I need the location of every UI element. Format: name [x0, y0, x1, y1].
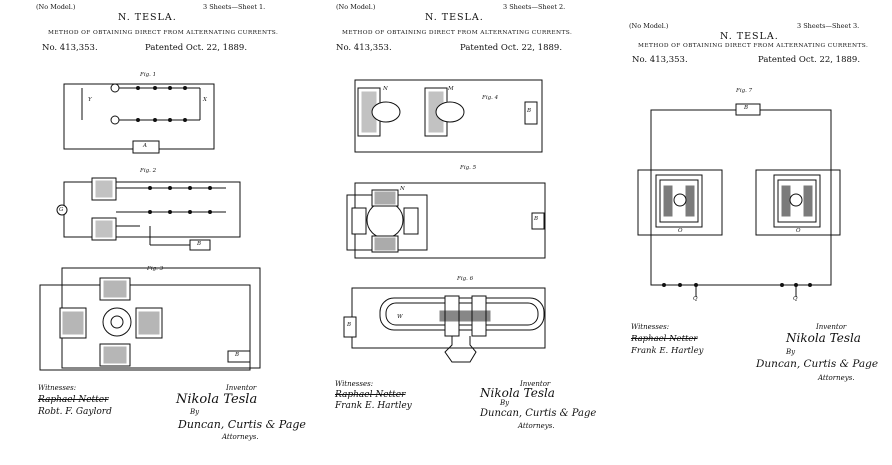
patent-sheet-3: (No Model.) 3 Sheets—Sheet 3. N. TESLA. … — [596, 0, 886, 465]
patent-number: No. 413,353. — [632, 55, 688, 65]
circuit-diagram — [343, 79, 546, 363]
patent-date: Patented Oct. 22, 1889. — [460, 43, 563, 53]
patent-date: Patented Oct. 22, 1889. — [145, 43, 248, 53]
attorneys-label: Attorneys. — [818, 374, 855, 382]
sheet-count: 3 Sheets—Sheet 2. — [503, 3, 566, 11]
inventor-signature: Nikola Tesla — [176, 392, 258, 407]
sheet-count: 3 Sheets—Sheet 3. — [797, 22, 860, 30]
attorneys-label: Attorneys. — [518, 422, 555, 430]
patent-date: Patented Oct. 22, 1889. — [758, 55, 861, 65]
attorneys-signature: Duncan, Curtis & Page — [480, 408, 597, 419]
attorneys-signature: Duncan, Curtis & Page — [178, 418, 306, 431]
witness-signature: Frank E. Hartley — [335, 401, 412, 411]
terminal-letter: B — [347, 322, 352, 328]
load-box — [735, 103, 761, 116]
terminal-letter: B — [744, 105, 749, 111]
patent-number: No. 413,353. — [336, 43, 392, 53]
witnesses-label: Witnesses: — [38, 384, 77, 392]
circuit-loop — [39, 284, 251, 371]
figure-caption: Fig. 6 — [457, 276, 474, 282]
generator-terminal — [110, 83, 120, 93]
load-box — [524, 101, 538, 125]
figure-caption: Fig. 2 — [140, 168, 157, 174]
load-box — [343, 316, 357, 338]
witness-signature: Raphael Netter — [335, 390, 406, 400]
terminal-letter: W — [397, 314, 403, 320]
circuit-loop — [63, 83, 215, 150]
sheet-count: 3 Sheets—Sheet 1. — [203, 3, 266, 11]
load-box — [227, 350, 251, 363]
patent-number: No. 413,353. — [42, 43, 98, 53]
patent-title: METHOD OF OBTAINING DIRECT FROM ALTERNAT… — [342, 30, 573, 36]
attorneys-signature: Duncan, Curtis & Page — [756, 358, 879, 370]
no-model-label: (No Model.) — [629, 22, 669, 30]
terminal-letter: Y — [88, 97, 92, 103]
attorneys-label: Attorneys. — [222, 433, 259, 441]
witness-signature: Raphael Netter — [631, 334, 698, 344]
inventor-signature: Nikola Tesla — [480, 386, 555, 400]
terminal-letter: B — [527, 108, 532, 114]
figure-caption: Fig. 4 — [482, 95, 499, 101]
armature — [366, 201, 404, 239]
terminal-letter: Q — [793, 296, 798, 302]
terminal-letter: B — [534, 216, 539, 222]
inventor-name: N. TESLA. — [425, 12, 484, 23]
load-box — [132, 140, 160, 154]
inventor-label: Inventor — [816, 323, 847, 331]
terminal-letter: A — [143, 143, 147, 149]
armature — [102, 307, 132, 337]
inventor-name: N. TESLA. — [720, 31, 779, 42]
terminal-letter: O — [678, 228, 683, 234]
inventor-name: N. TESLA. — [118, 12, 177, 23]
patent-title: METHOD OF OBTAINING DIRECT FROM ALTERNAT… — [638, 43, 869, 49]
witnesses-label: Witnesses: — [631, 323, 670, 331]
by-label: By — [190, 408, 200, 416]
terminal-letter: B — [197, 241, 202, 247]
by-label: By — [500, 399, 510, 407]
terminal-letter: X — [203, 97, 207, 103]
figure-caption: Fig. 1 — [140, 72, 157, 78]
terminal-letter: G — [59, 207, 64, 213]
patent-sheet-1: (No Model.) 3 Sheets—Sheet 1. N. TESLA. … — [0, 0, 306, 465]
circuit-loop — [63, 181, 241, 238]
terminal-letter: O — [796, 228, 801, 234]
figure-caption: Fig. 3 — [147, 266, 164, 272]
figure-caption: Fig. 5 — [460, 165, 477, 171]
patent-sheet-2: (No Model.) 3 Sheets—Sheet 2. N. TESLA. … — [300, 0, 596, 465]
no-model-label: (No Model.) — [336, 3, 376, 11]
inventor-label: Inventor — [520, 380, 551, 388]
load-box — [531, 212, 545, 230]
by-label: By — [786, 348, 796, 356]
terminal-letter: N — [400, 186, 405, 192]
inventor-label: Inventor — [226, 384, 257, 392]
circuit-diagram — [637, 103, 841, 297]
figure-caption: Fig. 7 — [736, 88, 753, 94]
witness-signature: Robt. F. Gaylord — [38, 407, 112, 417]
terminal-letter: B — [235, 352, 240, 358]
witness-signature: Frank E. Hartley — [631, 346, 704, 356]
terminal-letter: M — [448, 86, 454, 92]
witness-signature: Raphael Netter — [38, 395, 109, 405]
terminal-letter: N — [383, 86, 388, 92]
terminal-letter: Q — [693, 296, 698, 302]
generator-terminal — [110, 115, 120, 125]
circuit-diagram — [39, 83, 261, 371]
no-model-label: (No Model.) — [36, 3, 76, 11]
inventor-signature: Nikola Tesla — [786, 331, 861, 345]
patent-title: METHOD OF OBTAINING DIRECT FROM ALTERNAT… — [48, 30, 279, 36]
witnesses-label: Witnesses: — [335, 380, 374, 388]
